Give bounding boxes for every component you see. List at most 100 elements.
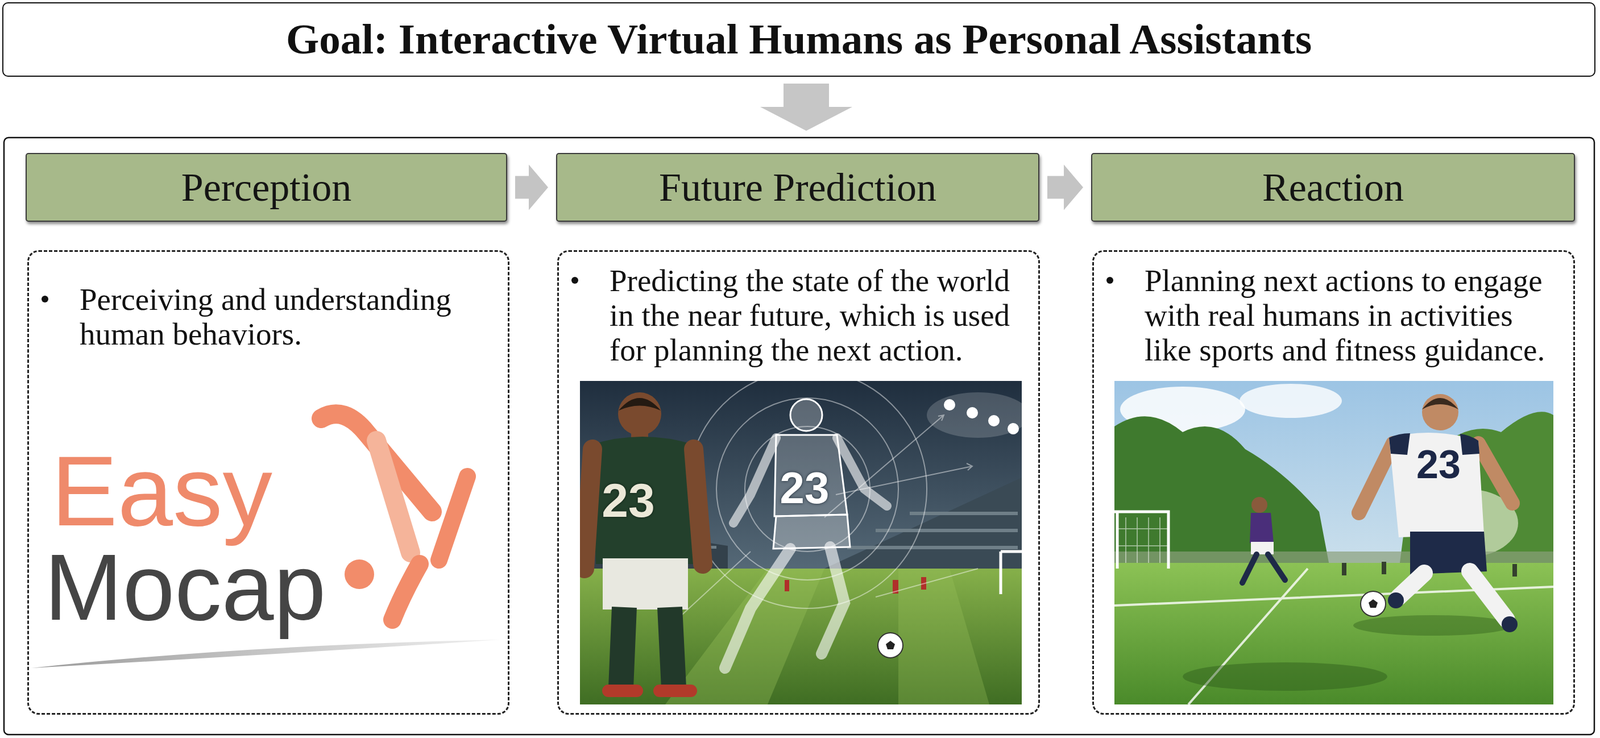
- illustration-part: [898, 568, 990, 705]
- down-arrow: [760, 83, 853, 131]
- illustration-part: [885, 640, 895, 650]
- bullet-dot: [41, 295, 49, 303]
- illustration-part: [1250, 541, 1274, 555]
- title-box: Goal: Interactive Virtual Humans as Pers…: [2, 2, 1596, 77]
- label-anchor: Mocap: [44, 540, 326, 635]
- header-text: Future Prediction: [658, 165, 937, 210]
- illustration-part: [687, 380, 927, 609]
- illustration-part: [344, 559, 375, 590]
- illustration-part: [784, 579, 790, 592]
- jersey-number: 23: [780, 465, 830, 511]
- illustration-part: [438, 476, 468, 561]
- illustration-part: [392, 564, 420, 620]
- illustration-part: [618, 398, 661, 411]
- title-text: Goal: Interactive Virtual Humans as Pers…: [285, 15, 1312, 64]
- illustration-part: [1117, 517, 1169, 563]
- bullet-text: Perceiving and understanding human behav…: [79, 282, 492, 352]
- illustration-part: [1422, 398, 1459, 410]
- block-arrow: [515, 164, 549, 211]
- illustration-part: [1249, 512, 1274, 543]
- illustration-part: [1360, 591, 1386, 617]
- easymocap-logo: [31, 413, 501, 669]
- illustration-part: [376, 440, 411, 553]
- illustration-part: [716, 398, 899, 580]
- illustration-part: [875, 568, 978, 598]
- illustration-part: [1114, 511, 1169, 569]
- illustration-part: [1114, 416, 1331, 572]
- illustration-part: [1512, 564, 1517, 577]
- player-back: [584, 392, 703, 691]
- stage-header: Reaction: [1091, 152, 1575, 222]
- bullet-dot: [571, 276, 579, 284]
- illustration-part: [1381, 561, 1387, 575]
- illustration-part: [1501, 616, 1518, 633]
- white-player: [1358, 394, 1518, 633]
- header-text: Reaction: [1262, 165, 1404, 210]
- label-anchor: 23: [601, 476, 655, 525]
- illustration-part: [1242, 554, 1286, 583]
- illustration-part: [744, 426, 870, 552]
- illustration-part: [665, 568, 825, 705]
- illustration-part: [943, 399, 1019, 435]
- illustration-part: [676, 380, 978, 620]
- illustration-part: [31, 639, 501, 669]
- ghost-player: [724, 399, 887, 669]
- logo-word: Easy: [51, 441, 273, 541]
- illustration-part: [909, 511, 1018, 516]
- illustration-part: [1182, 662, 1388, 691]
- illustration-part: [774, 434, 848, 517]
- illustration-part: [1251, 496, 1268, 513]
- illustration-part: [591, 436, 698, 565]
- logo-word: Mocap: [44, 540, 326, 635]
- illustration-part: [847, 545, 1018, 550]
- illustration-part: [1398, 571, 1507, 620]
- stage-panel: Planning next actions to engage with rea…: [1092, 250, 1575, 715]
- illustration-part: [608, 684, 691, 698]
- illustration-part: [1422, 394, 1459, 431]
- purple-player: [1242, 496, 1286, 583]
- stage-header: Perception: [25, 152, 508, 222]
- illustration-part: [1353, 615, 1513, 636]
- illustration-part: [693, 449, 703, 565]
- outer-frame: [3, 137, 1595, 735]
- illustration-part: [733, 437, 887, 524]
- label-anchor: 23: [780, 465, 830, 511]
- illustration-part: [620, 607, 674, 688]
- label-anchor: Easy: [51, 441, 273, 541]
- block-arrow: [1047, 164, 1084, 211]
- illustration-part: [602, 558, 688, 610]
- illustration-part: [1358, 443, 1394, 513]
- illustration-part: [1368, 599, 1378, 608]
- illustration-part: [1478, 443, 1513, 504]
- illustration-part: [988, 415, 1000, 427]
- illustration-part: [1114, 562, 1554, 705]
- illustration-part: [584, 449, 593, 569]
- header-text: Perception: [181, 165, 352, 210]
- illustration-part: [966, 407, 978, 419]
- prediction-scene: [579, 380, 1022, 705]
- illustration-part: [618, 392, 662, 436]
- illustration-part: [724, 546, 845, 669]
- bullet-text: Planning next actions to engage with rea…: [1144, 263, 1557, 368]
- jersey-number: 23: [1416, 444, 1461, 485]
- bullet-dot: [1106, 276, 1114, 284]
- illustration-part: [1007, 423, 1019, 435]
- illustration-part: [1341, 562, 1347, 576]
- illustration-part: [877, 632, 903, 658]
- bullet-text: Predicting the state of the world in the…: [609, 263, 1022, 368]
- illustration-part: [1389, 432, 1485, 538]
- illustration-part: [773, 514, 851, 549]
- illustration-part: [790, 399, 823, 431]
- illustration-part: [943, 399, 956, 411]
- illustration-part: [1387, 592, 1404, 609]
- jersey-number: 23: [601, 476, 655, 525]
- reaction-scene: [1114, 380, 1554, 705]
- stage-header: Future Prediction: [556, 152, 1040, 222]
- illustration-part: [875, 528, 1018, 533]
- illustration-part: [1000, 551, 1022, 595]
- illustration-part: [1114, 380, 1554, 705]
- illustration-part: [1114, 568, 1554, 705]
- label-anchor: 23: [1416, 444, 1461, 485]
- illustration-part: [1239, 383, 1342, 418]
